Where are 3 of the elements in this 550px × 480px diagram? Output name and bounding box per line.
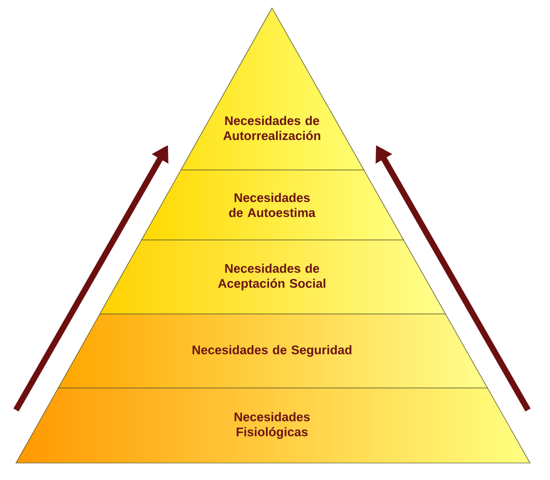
pyramid-level: Necesidades de Seguridad bbox=[58, 314, 488, 388]
pyramid-level: Necesidades de Autoestima bbox=[141, 170, 404, 240]
pyramid-level: Necesidades Fisiológicas bbox=[16, 388, 530, 464]
